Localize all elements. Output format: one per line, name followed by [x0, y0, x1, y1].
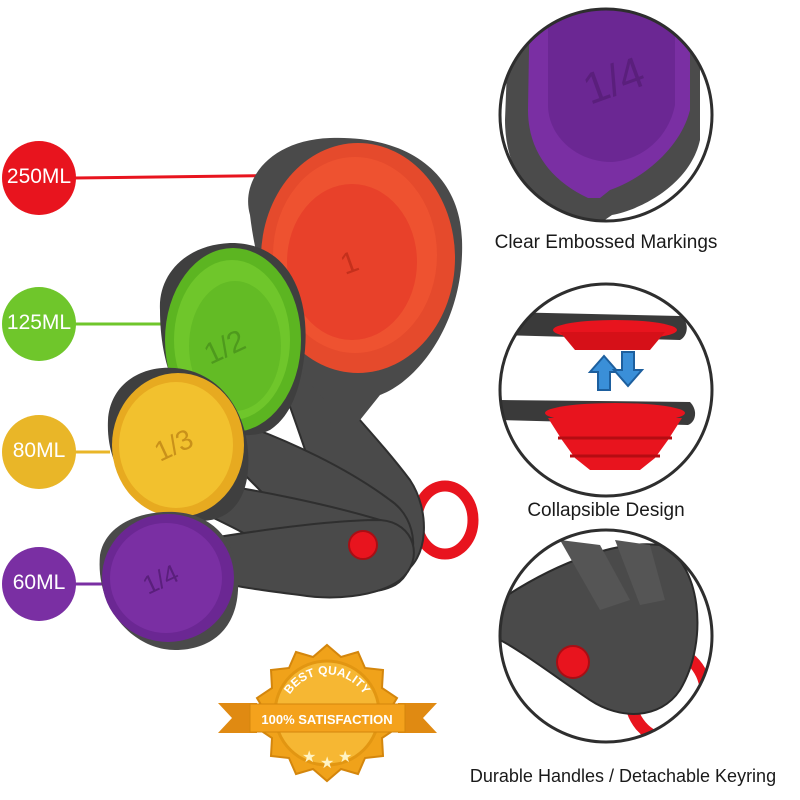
size-label-60ml: 60ML — [12, 571, 66, 594]
size-badge-125ml: 125ML — [1, 286, 77, 362]
size-badge-80ml: 80ML — [1, 414, 77, 490]
svg-text:★: ★ — [338, 749, 352, 766]
handle-pin-button — [348, 530, 378, 560]
feature-caption-embossed: Clear Embossed Markings — [494, 232, 718, 253]
feature-caption-collapsible: Collapsible Design — [527, 500, 685, 521]
badge-circle-red — [2, 141, 76, 215]
size-label-80ml: 80ML — [12, 439, 66, 462]
size-label-125ml: 125ML — [6, 311, 72, 334]
badge-circle-green — [2, 287, 76, 361]
size-badge-250ml: 250ML — [1, 140, 77, 216]
badge-circle-purple — [2, 547, 76, 621]
keyring — [411, 480, 479, 560]
feature-circle-collapsible — [498, 282, 714, 498]
badge-circle-yellow — [2, 415, 76, 489]
feature-caption-handles: Durable Handles / Detachable Keyring — [469, 766, 777, 786]
size-badge-60ml: 60ML — [1, 546, 77, 622]
feature-circle-handles — [498, 528, 714, 744]
seal-ribbon-text: 100% SATISFACTION — [261, 712, 392, 727]
feature-circle-embossed: 1/4 — [498, 7, 714, 223]
size-label-250ml: 250ML — [6, 165, 72, 188]
cup-purple-60ml: 1/4 — [99, 511, 239, 650]
svg-text:★: ★ — [320, 755, 334, 772]
collapse-arrows-icon — [587, 351, 645, 391]
cup-yellow-80ml: 1/3 — [107, 367, 249, 521]
quality-seal: 100% SATISFACTION BEST QUALITY ★ ★ ★ — [218, 643, 437, 783]
svg-text:★: ★ — [302, 749, 316, 766]
